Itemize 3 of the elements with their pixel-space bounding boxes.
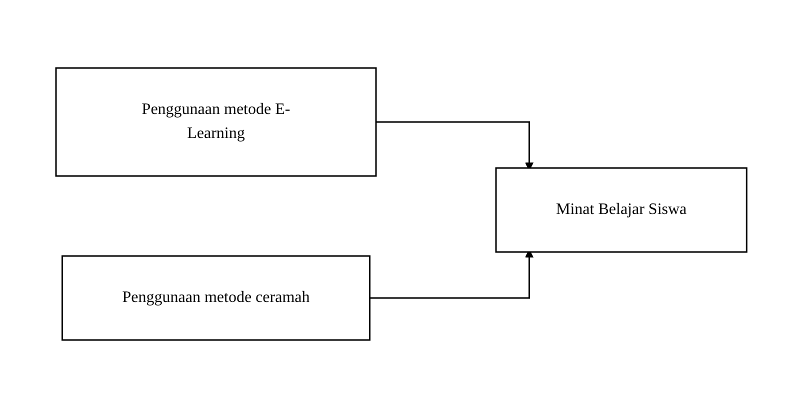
- node-box: Penggunaan metode ceramah: [61, 255, 370, 341]
- node-box: Penggunaan metode E-Learning: [54, 67, 376, 177]
- node-box: Minat Belajar Siswa: [494, 167, 748, 253]
